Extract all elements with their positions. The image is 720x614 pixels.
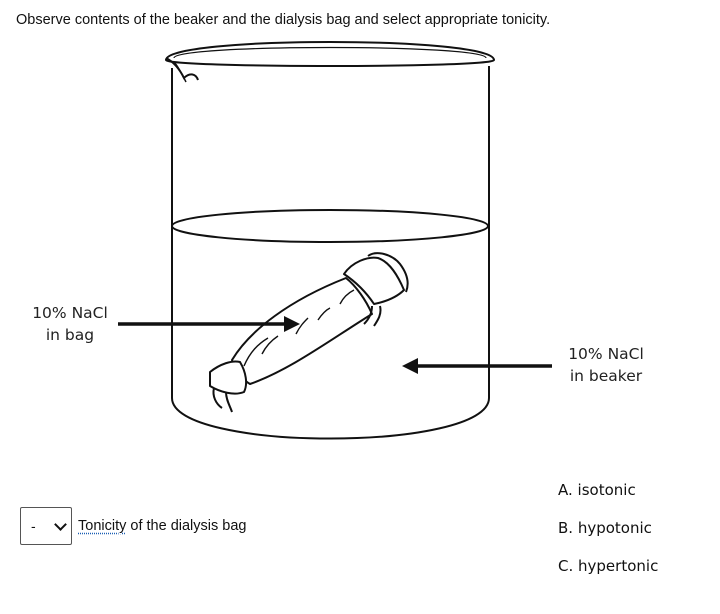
- tonicity-select[interactable]: -: [20, 507, 72, 545]
- answer-options: A. isotonic B. hypotonic C. hypertonic: [558, 480, 658, 594]
- question-label-rest: of the dialysis bag: [126, 518, 247, 534]
- chevron-down-icon: [54, 517, 67, 531]
- select-value: -: [31, 518, 36, 534]
- option-c: C. hypertonic: [558, 556, 658, 594]
- label-bag-line2: in bag: [45, 326, 95, 344]
- arrow-bag: [118, 316, 300, 332]
- label-nacl-in-bag: 10% NaCl in bag: [20, 302, 120, 346]
- dialysis-bag: [209, 252, 409, 413]
- option-b-text: hypotonic: [577, 519, 652, 537]
- arrow-beaker: [402, 358, 552, 374]
- option-b: B. hypotonic: [558, 518, 658, 556]
- label-bag-line1: 10% NaCl: [32, 304, 108, 322]
- label-beaker-line2: in beaker: [569, 367, 643, 385]
- option-a-text: isotonic: [577, 481, 636, 499]
- option-c-text: hypertonic: [578, 557, 659, 575]
- label-nacl-in-beaker: 10% NaCl in beaker: [556, 343, 656, 387]
- option-b-letter: B.: [558, 519, 574, 537]
- option-c-letter: C.: [558, 557, 574, 575]
- question-label: Tonicity of the dialysis bag: [78, 518, 246, 534]
- label-beaker-line1: 10% NaCl: [568, 345, 644, 363]
- option-a: A. isotonic: [558, 480, 658, 518]
- instruction-text: Observe contents of the beaker and the d…: [16, 12, 551, 28]
- tonicity-term-link[interactable]: Tonicity: [78, 518, 127, 534]
- option-a-letter: A.: [558, 481, 573, 499]
- beaker: [164, 41, 496, 440]
- question-row: - Tonicity of the dialysis bag: [20, 507, 246, 545]
